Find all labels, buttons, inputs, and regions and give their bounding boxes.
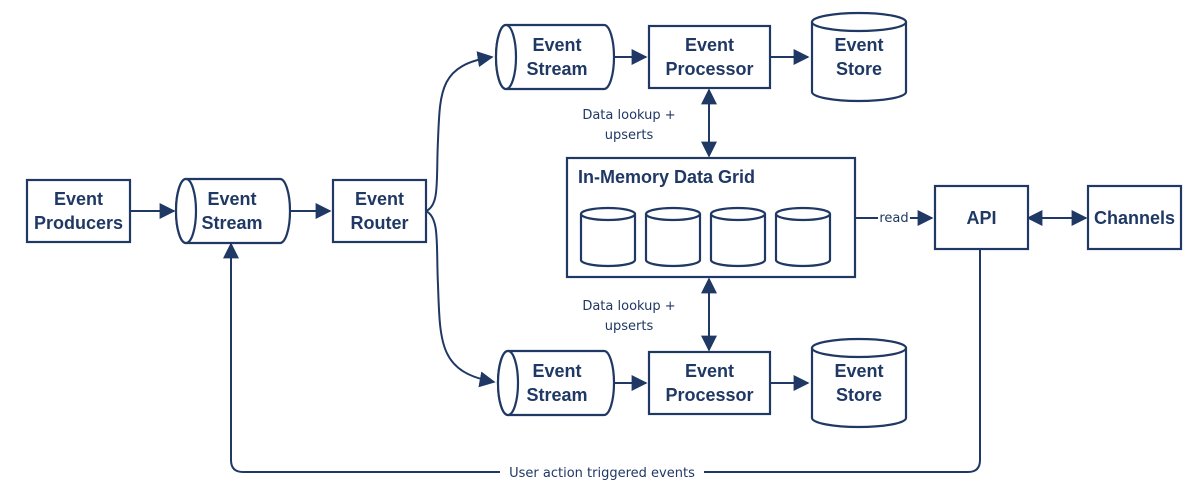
ingest-stream-label-2: Stream [201, 213, 262, 233]
bottom-store-label-2: Store [836, 385, 882, 405]
event-producers-label-1: Event [54, 189, 103, 209]
event-router-label-2: Router [351, 213, 409, 233]
channels-label: Channels [1094, 208, 1175, 228]
top-lookup-label-2: upserts [605, 128, 654, 143]
in-memory-data-grid-node[interactable]: In-Memory Data Grid [565, 156, 857, 279]
edge-router-to-top-stream [425, 51, 494, 212]
ingest-event-stream-node[interactable]: Event Stream [174, 177, 292, 245]
top-processor-label-1: Event [685, 35, 734, 55]
edge-router-to-bottom-stream [425, 210, 496, 388]
top-store-label-1: Event [834, 35, 883, 55]
bottom-processor-label-1: Event [685, 361, 734, 381]
top-stream-label-1: Event [532, 35, 581, 55]
grid-partition-4 [774, 206, 832, 268]
event-router-node[interactable]: Event Router [331, 178, 428, 244]
feedback-label-background [500, 463, 704, 481]
ingest-stream-label-1: Event [207, 189, 256, 209]
top-stream-label-2: Stream [526, 59, 587, 79]
event-producers-label-2: Producers [34, 213, 123, 233]
top-event-processor-node[interactable]: Event Processor [647, 24, 772, 90]
bottom-processor-label-2: Processor [665, 385, 753, 405]
bottom-lookup-label-2: upserts [605, 319, 654, 334]
bottom-stream-label-1: Event [532, 361, 581, 381]
top-event-store-node[interactable]: Event Store [810, 11, 908, 103]
grid-partition-2 [644, 206, 702, 268]
grid-partition-1 [579, 206, 637, 268]
top-lookup-label-1: Data lookup + [582, 108, 675, 123]
top-processor-label-2: Processor [665, 59, 753, 79]
read-edge-label: read [879, 211, 908, 226]
top-store-label-2: Store [836, 59, 882, 79]
grid-partition-3 [709, 206, 767, 268]
event-router-label-1: Event [355, 189, 404, 209]
api-node[interactable]: API [933, 184, 1030, 251]
bottom-lookup-label-1: Data lookup + [582, 299, 675, 314]
channels-node[interactable]: Channels [1086, 184, 1183, 251]
feedback-edge-label: User action triggered events [509, 466, 695, 481]
data-grid-title: In-Memory Data Grid [578, 167, 755, 187]
bottom-event-stream-node[interactable]: Event Stream [496, 349, 616, 417]
event-producers-node[interactable]: Event Producers [25, 178, 132, 244]
bottom-stream-label-2: Stream [526, 385, 587, 405]
api-label: API [966, 208, 996, 228]
top-event-stream-node[interactable]: Event Stream [494, 23, 616, 91]
bottom-event-processor-node[interactable]: Event Processor [647, 350, 772, 416]
bottom-event-store-node[interactable]: Event Store [810, 337, 908, 429]
bottom-store-label-1: Event [834, 361, 883, 381]
